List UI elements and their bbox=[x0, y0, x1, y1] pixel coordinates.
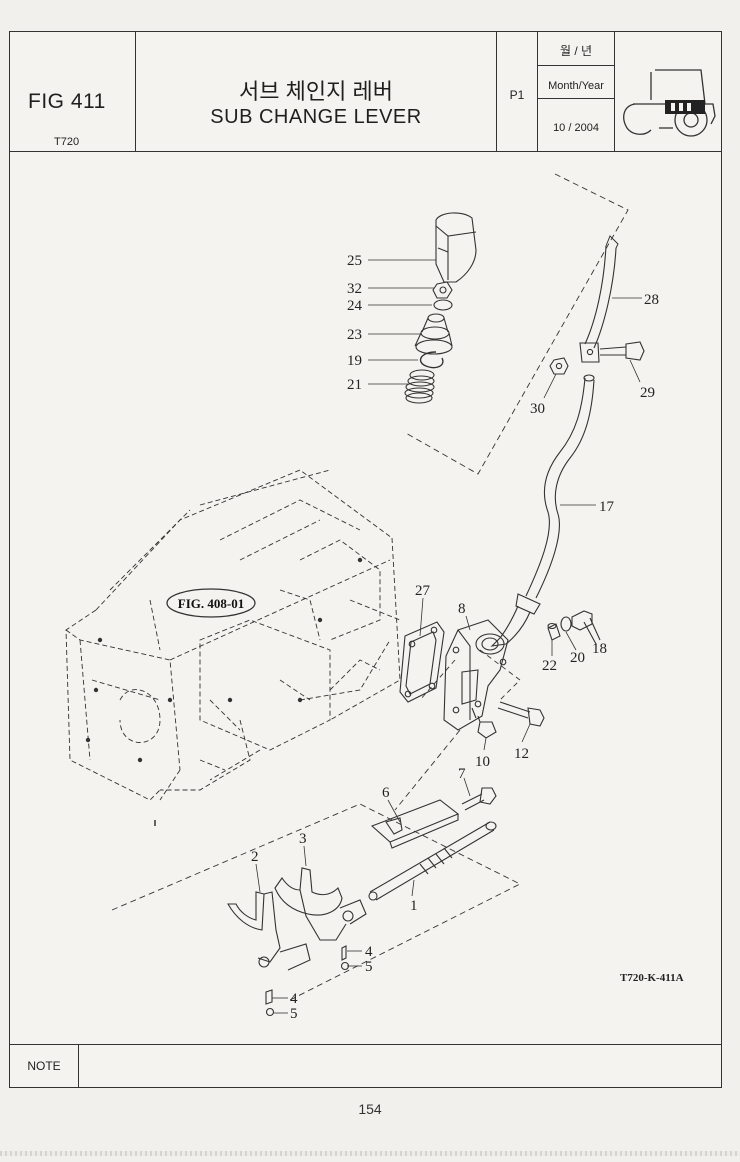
part-10-bolt bbox=[471, 707, 497, 739]
callout-25: 25 bbox=[347, 253, 362, 269]
reference-oval bbox=[166, 588, 256, 618]
part-27-gasket bbox=[399, 621, 445, 703]
part-24-ring bbox=[433, 299, 453, 311]
title-korean: 서브 체인지 레버 bbox=[239, 79, 393, 104]
part-1-shaft bbox=[368, 821, 497, 901]
callout-10: 10 bbox=[475, 754, 490, 770]
model-code: T720 bbox=[54, 136, 80, 148]
callout-30: 30 bbox=[530, 401, 545, 417]
fig-number: FIG 411 bbox=[28, 90, 106, 113]
callout-21: 21 bbox=[347, 377, 362, 393]
callout-4-set-b: 4 bbox=[290, 991, 298, 1007]
part-29-bolt bbox=[599, 341, 645, 361]
part-7-bolt bbox=[461, 787, 497, 811]
scan-edge-artifact bbox=[0, 1151, 740, 1156]
reference-figure-label: FIG. 408-01 bbox=[178, 596, 244, 611]
callout-29: 29 bbox=[640, 385, 655, 401]
note-label: NOTE bbox=[10, 1045, 79, 1087]
tractor-icon bbox=[623, 69, 716, 137]
callout-24: 24 bbox=[347, 298, 363, 314]
note-row: NOTE bbox=[10, 1044, 721, 1087]
part-30-nut bbox=[549, 357, 569, 375]
part-23-boot bbox=[414, 313, 453, 355]
part-32-nut bbox=[432, 281, 453, 299]
date-cell: 월 / 년 Month/Year 10 / 2004 bbox=[538, 32, 615, 151]
callout-3: 3 bbox=[299, 831, 307, 847]
page-ref-cell: P1 bbox=[497, 32, 538, 151]
callout-5-set-b: 5 bbox=[290, 1006, 298, 1022]
date-value: 10 / 2004 bbox=[553, 122, 599, 134]
callout-23: 23 bbox=[347, 327, 362, 343]
transmission-housing bbox=[65, 469, 401, 801]
title-english: SUB CHANGE LEVER bbox=[210, 106, 422, 128]
date-label-english: Month/Year bbox=[548, 80, 604, 92]
part-18-bolt bbox=[571, 610, 601, 645]
callout-2: 2 bbox=[251, 849, 259, 865]
part-25-knob bbox=[435, 212, 477, 283]
callout-18: 18 bbox=[592, 641, 607, 657]
callout-17: 17 bbox=[599, 499, 615, 515]
part-12-bolt bbox=[497, 701, 545, 727]
callout-12: 12 bbox=[514, 746, 529, 762]
callout-7: 7 bbox=[458, 766, 466, 782]
part-4-5-detent-set-b bbox=[265, 989, 275, 1017]
page-ref: P1 bbox=[509, 88, 525, 102]
callout-19: 19 bbox=[347, 353, 362, 369]
title-cell: 서브 체인지 레버 SUB CHANGE LEVER bbox=[136, 32, 497, 151]
callout-32: 32 bbox=[347, 281, 362, 297]
tractor-logo-cell bbox=[615, 32, 723, 151]
drawing-code: T720-K-411A bbox=[620, 972, 684, 984]
part-2-shift-fork bbox=[227, 891, 311, 971]
callout-8: 8 bbox=[458, 601, 466, 617]
part-19-snap-ring bbox=[419, 351, 444, 369]
callout-1: 1 bbox=[410, 898, 418, 914]
callout-4-set-a: 4 bbox=[365, 944, 373, 960]
callout-5-set-a: 5 bbox=[365, 959, 373, 975]
part-28-lever-upper bbox=[579, 235, 619, 363]
callout-6: 6 bbox=[382, 785, 390, 801]
header-block: FIG 411 T720 서브 체인지 레버 SUB CHANGE LEVER … bbox=[10, 32, 721, 152]
callout-22: 22 bbox=[542, 658, 557, 674]
part-6-plate bbox=[370, 799, 460, 849]
part-3-shift-fork bbox=[274, 867, 367, 941]
fig-cell: FIG 411 T720 bbox=[10, 32, 136, 151]
page-number: 154 bbox=[358, 1101, 382, 1117]
callout-27: 27 bbox=[415, 583, 431, 599]
part-20-washer bbox=[560, 616, 572, 632]
date-label-korean: 월 / 년 bbox=[559, 44, 593, 58]
part-8-lever-housing bbox=[443, 619, 509, 731]
part-21-spring bbox=[404, 369, 435, 404]
part-22-spacer bbox=[547, 622, 561, 641]
callout-28: 28 bbox=[644, 292, 659, 308]
callout-20: 20 bbox=[570, 650, 585, 666]
